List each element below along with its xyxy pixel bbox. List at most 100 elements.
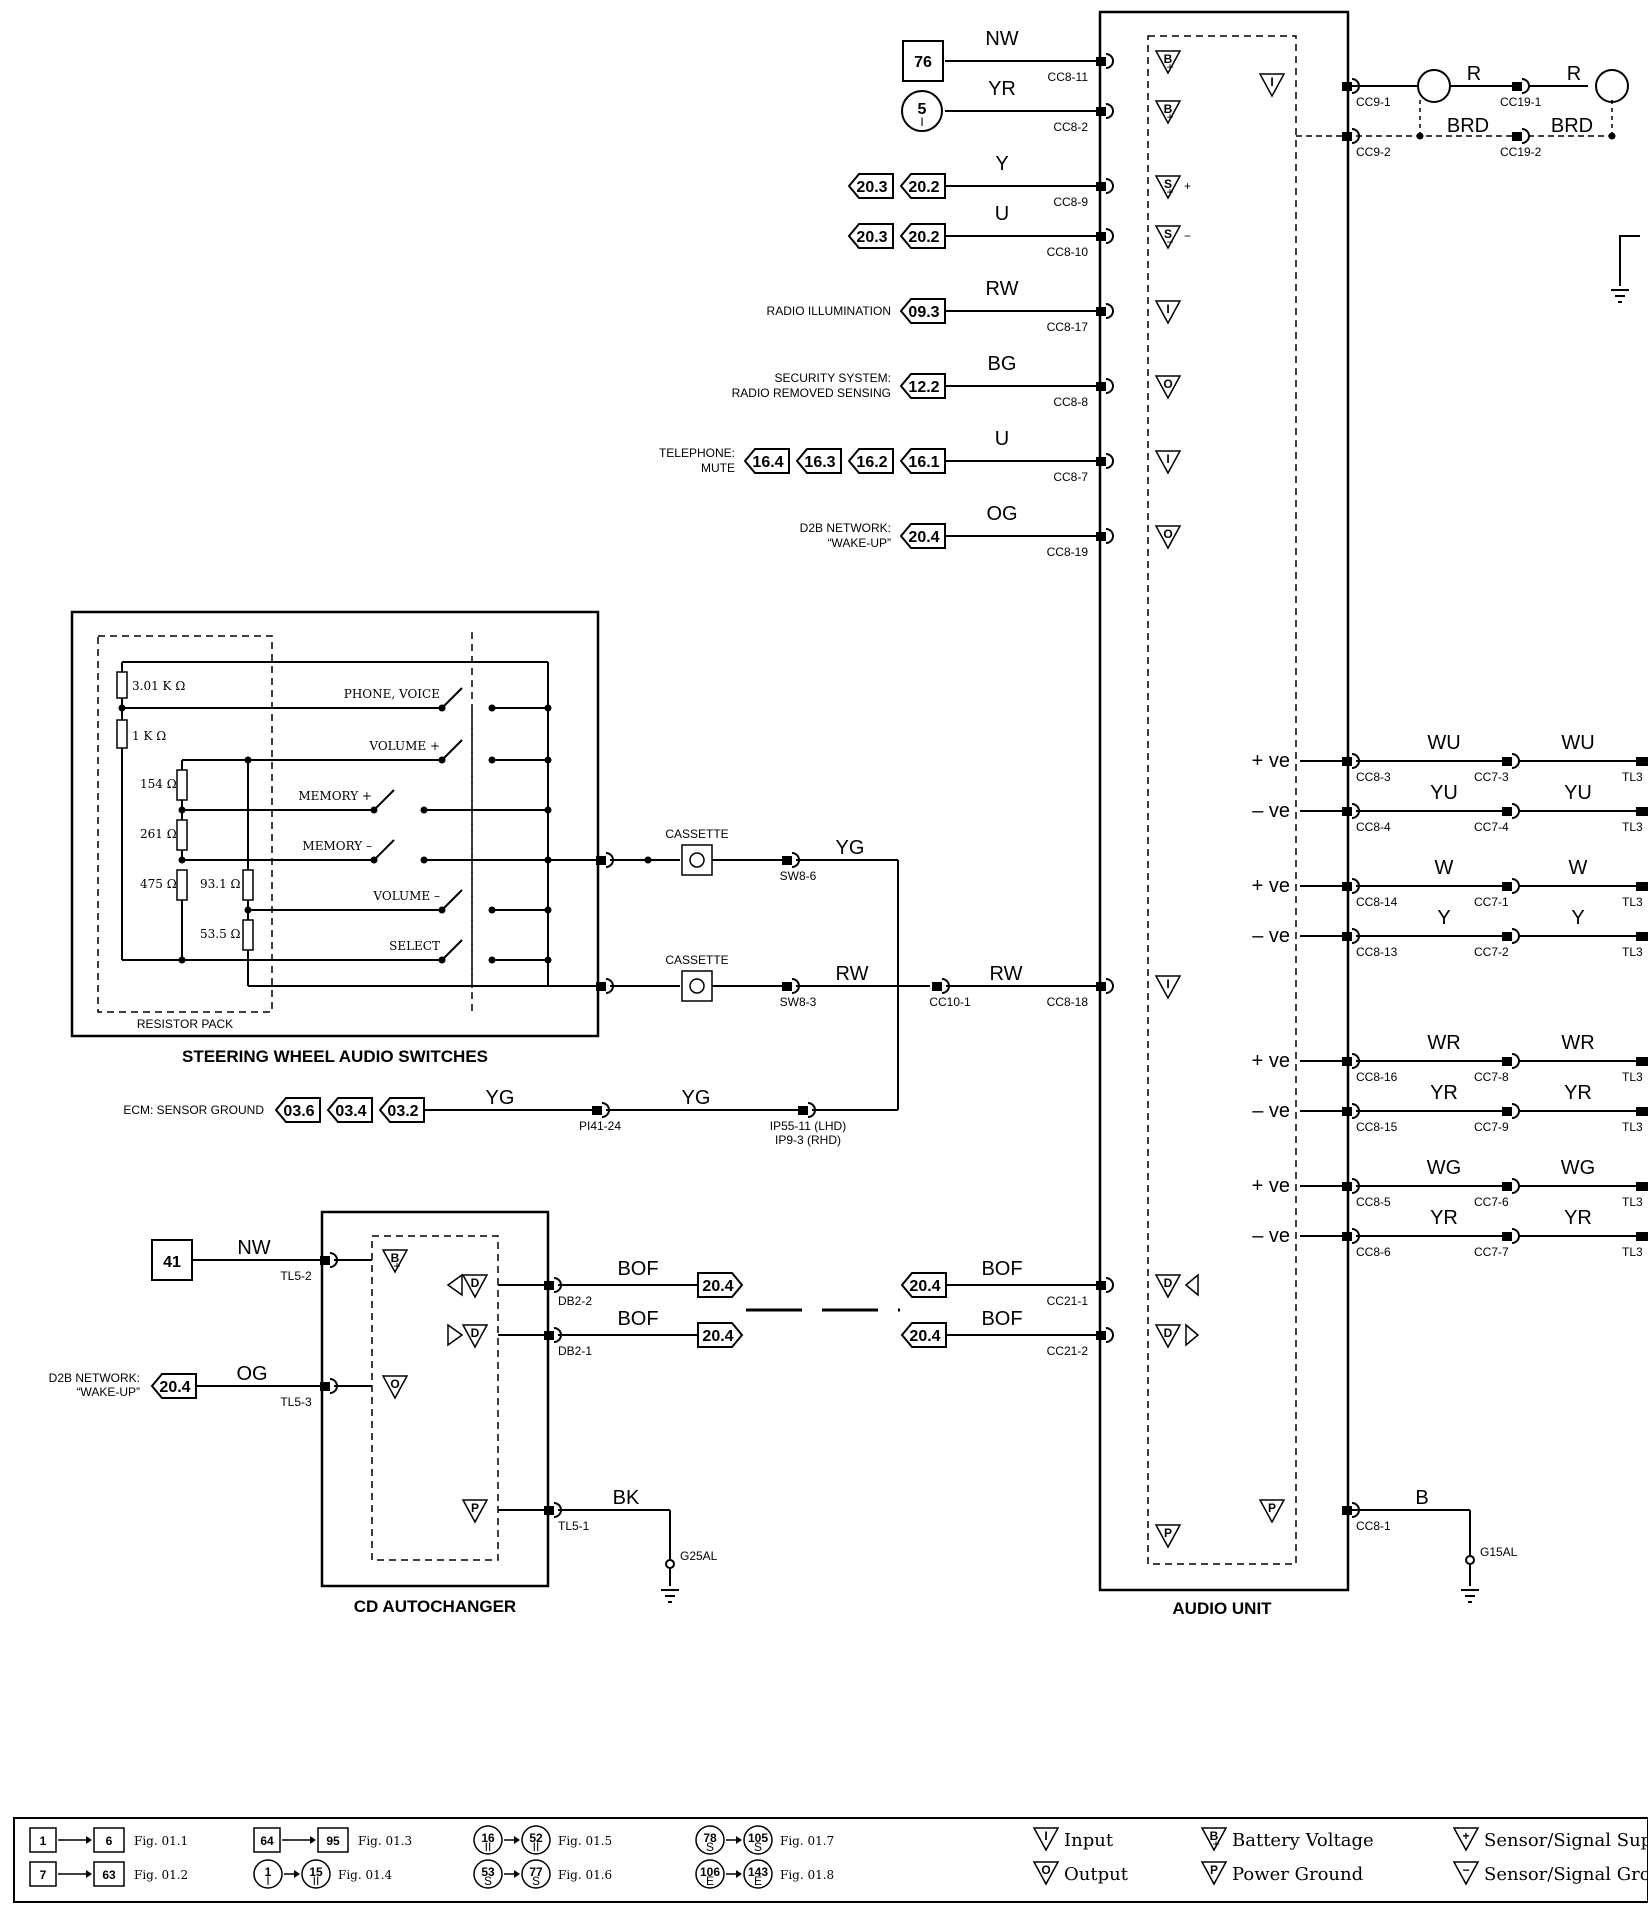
junction-dot — [1416, 132, 1424, 140]
ground-stud — [1465, 1555, 1475, 1565]
legend-ref-text: 105 — [748, 1831, 768, 1845]
pin-symbol-polarity: + — [1166, 185, 1173, 199]
legend-ref-text: 78 — [703, 1831, 717, 1845]
connector-socket — [1351, 1502, 1360, 1518]
connector-pin — [1502, 882, 1512, 891]
reference-tag-text: 03.4 — [335, 1103, 366, 1120]
wire-color-label: YR — [1564, 1207, 1592, 1229]
legend-ref-circle — [253, 1859, 283, 1889]
reference-tag-text: 20.4 — [702, 1328, 733, 1345]
wire-color-label: NW — [237, 1237, 270, 1259]
speaker-polarity: – ve — [1252, 1100, 1290, 1122]
connector-socket — [1105, 1277, 1114, 1293]
connector-pin — [1636, 882, 1648, 891]
connector-id: DB2-2 — [558, 1294, 592, 1308]
wire-color-label: RW — [986, 278, 1019, 300]
connector-socket — [1105, 178, 1114, 194]
audio-unit-label: AUDIO UNIT — [1172, 1599, 1272, 1618]
resistor — [116, 671, 128, 699]
connector-id: CC10-1 — [929, 995, 971, 1009]
connector-pin — [1342, 932, 1352, 941]
pin-symbol-letter: B — [391, 1251, 400, 1265]
reference-tag — [899, 373, 946, 399]
reference-tag-text: 20.2 — [908, 179, 939, 196]
ground-stud — [665, 1559, 675, 1569]
legend-ref-sub: S — [706, 1840, 714, 1854]
switch-contact — [373, 839, 395, 861]
resistor — [242, 919, 254, 951]
legend-ref-circle — [301, 1859, 331, 1889]
pin-symbol-icon — [1154, 100, 1182, 125]
reference-tag-text: 16.1 — [908, 454, 939, 471]
legend-ref-box — [29, 1861, 57, 1887]
legend-arrow — [514, 1836, 520, 1844]
resistor-label: 154 Ω — [140, 777, 177, 791]
legend-ref-text: 95 — [326, 1834, 340, 1848]
connector-pin — [1096, 1331, 1106, 1340]
pin-symbol-polarity: + — [1212, 1837, 1219, 1851]
connector-pin — [1342, 1057, 1352, 1066]
legend-ref-text: 16 — [481, 1831, 495, 1845]
speaker-polarity: + ve — [1252, 750, 1290, 772]
cd-inner-dashed — [371, 1235, 499, 1561]
legend-output-icon — [1032, 1861, 1060, 1886]
connector-pin — [1096, 457, 1106, 466]
pin-symbol-icon — [1154, 525, 1182, 550]
junction-dot — [544, 956, 552, 964]
pin-symbol-polarity: + — [1166, 60, 1173, 74]
wire-color-label: BK — [613, 1487, 640, 1509]
connector-pin — [1096, 232, 1106, 241]
switch-contact — [373, 789, 395, 811]
resistor — [176, 869, 188, 901]
pin-symbol-polarity: + — [1166, 110, 1173, 124]
connector-pin — [1636, 1107, 1648, 1116]
battery-symbol-icon — [381, 1249, 409, 1274]
legend-fig: Fig. 01.2 — [134, 1868, 188, 1882]
legend-ref-circle — [695, 1859, 725, 1889]
connector-id: CC21-1 — [1047, 1294, 1089, 1308]
reference-tag — [847, 173, 894, 199]
connector-pin — [798, 1106, 808, 1115]
connector-id: CC21-2 — [1047, 1344, 1089, 1358]
connector-pin — [1502, 1107, 1512, 1116]
connector-socket — [1511, 803, 1520, 819]
reference-tag-text: 16.2 — [856, 454, 887, 471]
pin-symbol-letter: O — [1163, 377, 1172, 391]
pin-symbol-icon — [1154, 450, 1182, 475]
connector-socket — [1511, 1178, 1520, 1194]
d2b-symbol-icon — [461, 1274, 489, 1299]
connector-id: TL3 — [1622, 820, 1643, 834]
pin-symbol-icon — [1154, 175, 1182, 200]
legend-ref-text: 143 — [748, 1865, 768, 1879]
connector-id: IP55-11 (LHD) — [770, 1119, 846, 1133]
legend-ref-sub: E — [706, 1874, 714, 1888]
legend-ref-text: 63 — [102, 1868, 116, 1882]
reference-tag — [274, 1097, 321, 1123]
pin-symbol-letter: O — [1041, 1863, 1050, 1877]
connector-id: CC8-6 — [1356, 1245, 1391, 1259]
connector-pin — [1342, 1107, 1352, 1116]
connector-pin — [1502, 932, 1512, 941]
junction-dot — [178, 856, 186, 864]
speaker-polarity: + ve — [1252, 875, 1290, 897]
shield-icon — [1417, 69, 1451, 103]
connector-socket — [1511, 878, 1520, 894]
legend-ref-circle — [695, 1825, 725, 1855]
source-box — [151, 1239, 193, 1281]
source-box-text: 41 — [163, 1254, 181, 1271]
reference-tag-text: 20.4 — [909, 1328, 940, 1345]
reference-tag — [899, 173, 946, 199]
connector-id: CC8-3 — [1356, 770, 1391, 784]
junction-dot — [178, 806, 186, 814]
legend-arrow — [86, 1870, 92, 1878]
connector-id: CC7-4 — [1474, 820, 1509, 834]
wire-color-label: OG — [236, 1363, 267, 1385]
reference-tag — [795, 448, 842, 474]
arrow-left-icon — [1184, 1273, 1199, 1297]
connector-pin — [1636, 932, 1648, 941]
legend-fig: Fig. 01.5 — [558, 1834, 612, 1848]
connector-socket — [1105, 453, 1114, 469]
